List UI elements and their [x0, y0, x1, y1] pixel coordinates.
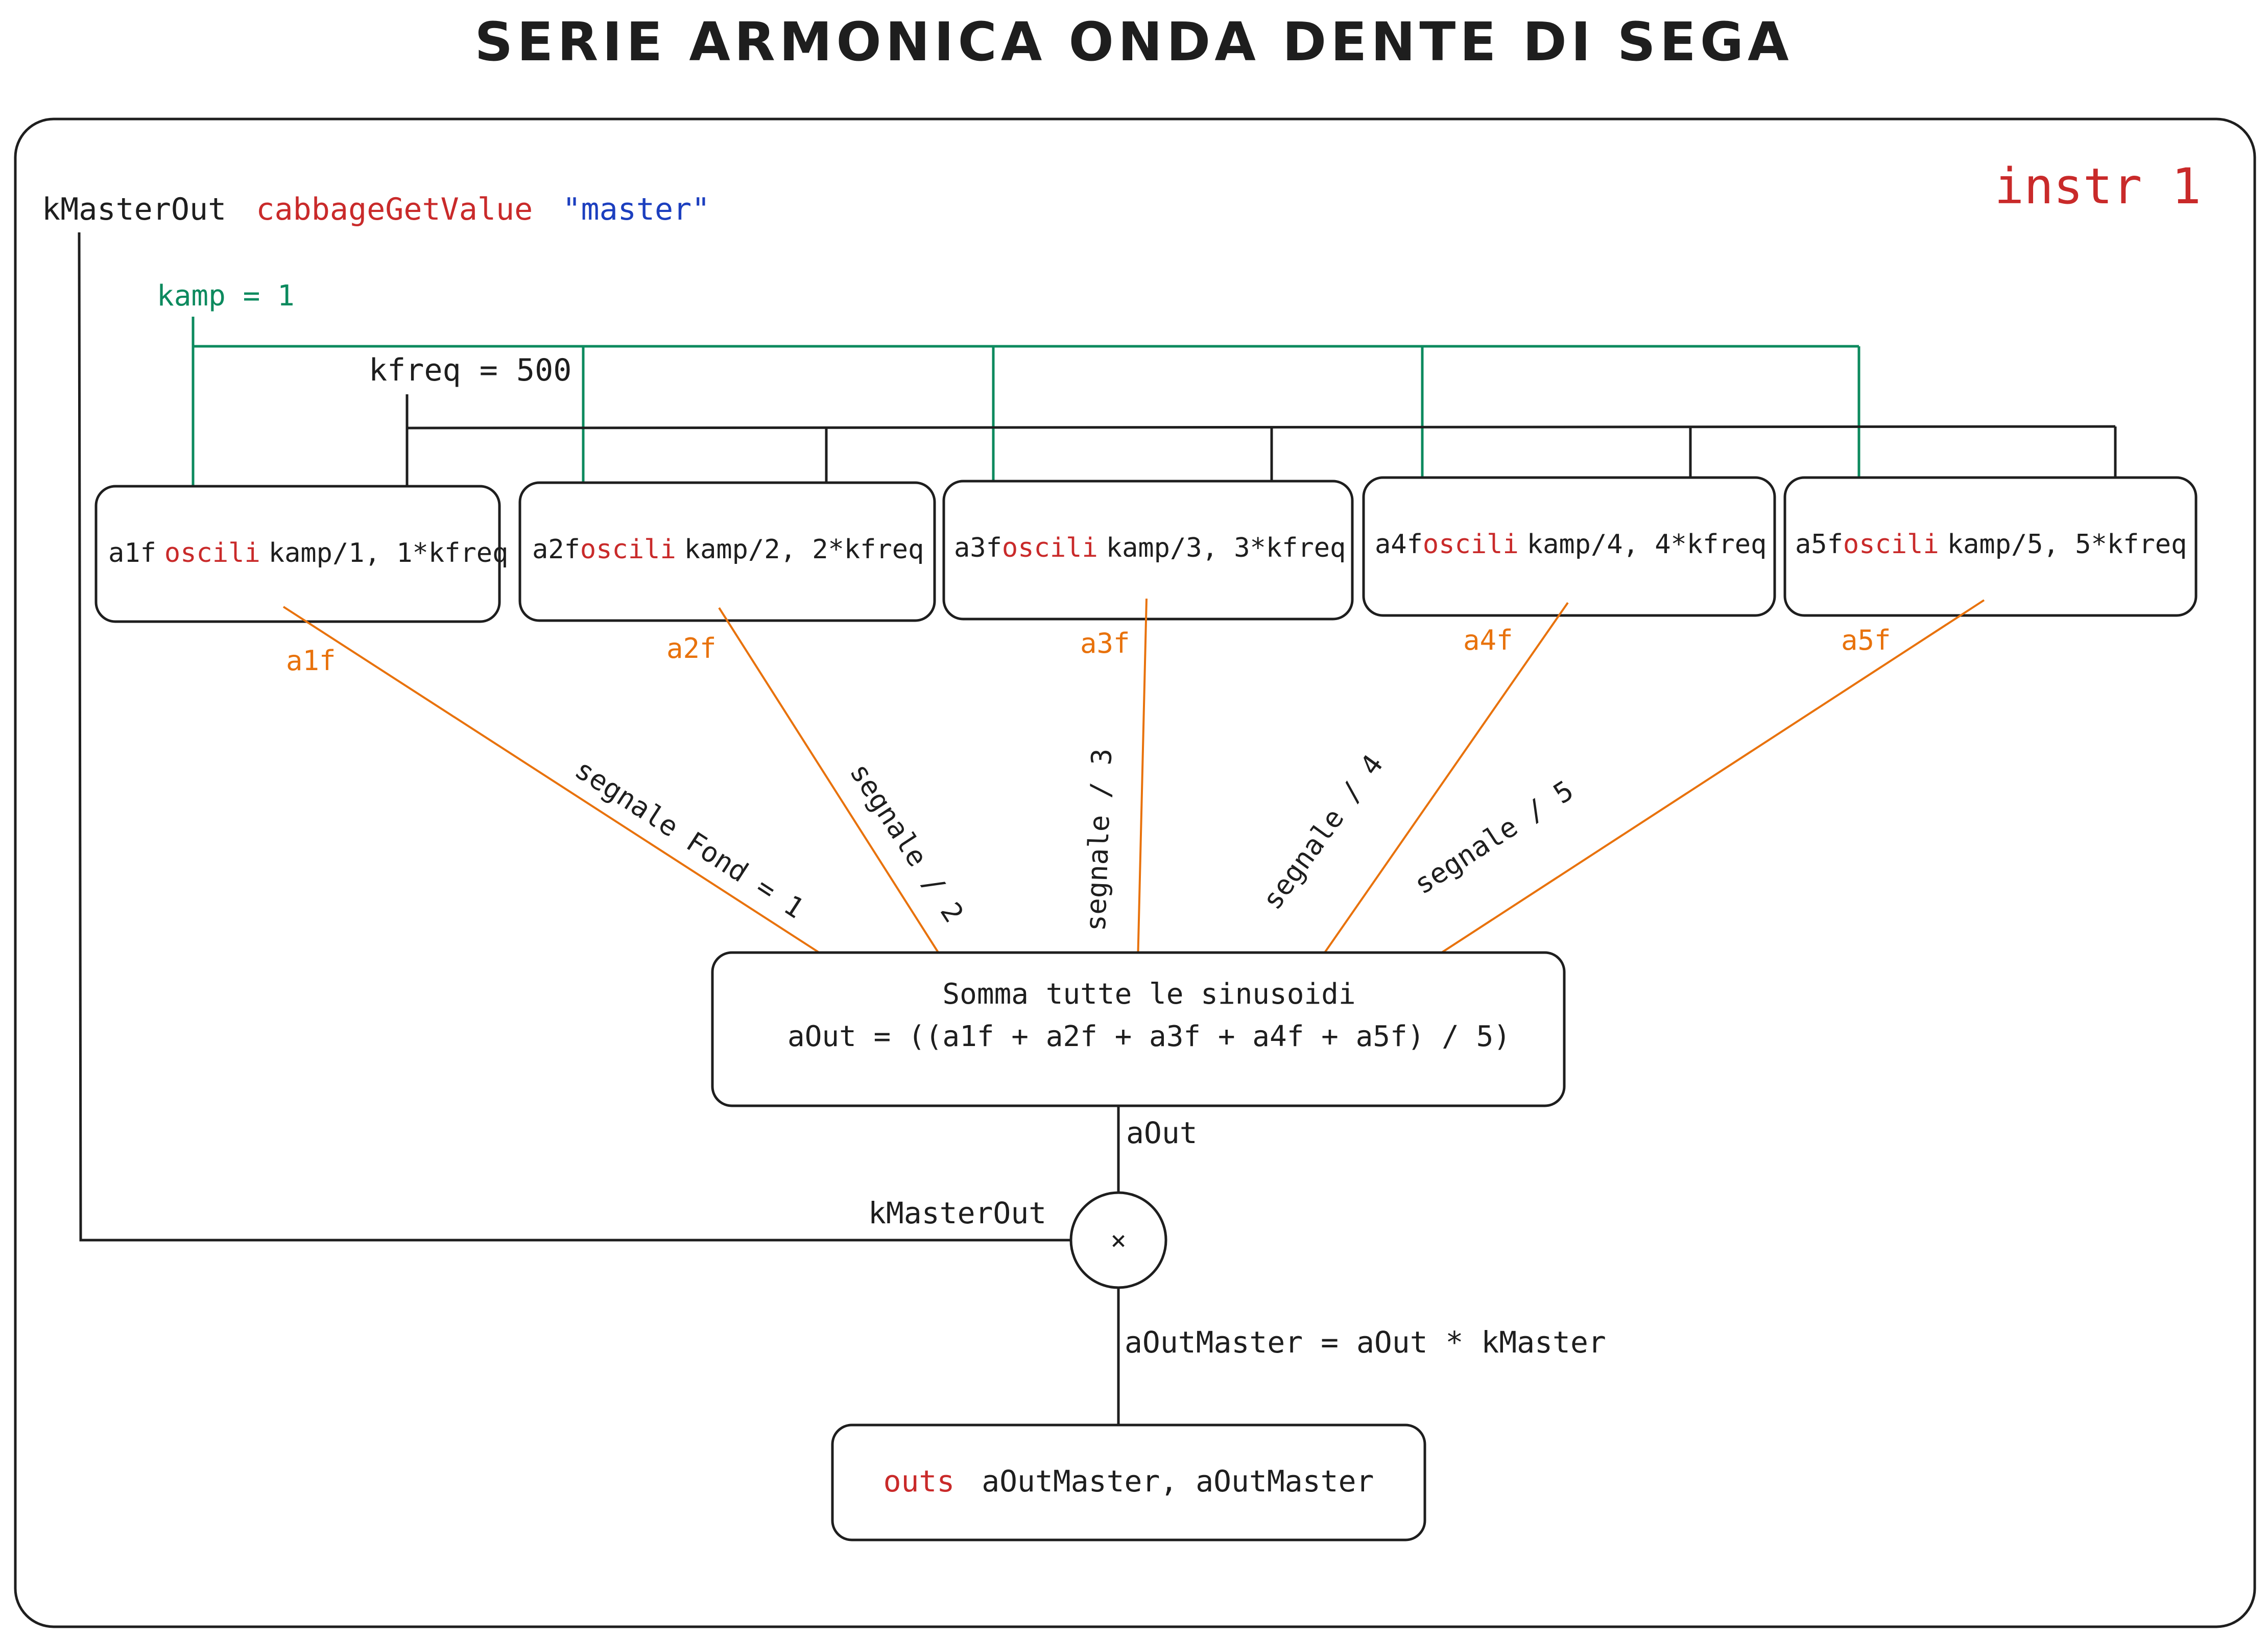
edge-label-5: segnale / 5 [1408, 774, 1579, 901]
kfreq-bus [407, 425, 2116, 430]
signal-line-1 [282, 606, 836, 964]
outs-code: outs aOutMaster, aOutMaster [884, 1464, 1374, 1499]
signal-line-4 [1317, 602, 1569, 964]
diagram-title: SERIE ARMONICA ONDA DENTE DI SEGA [474, 11, 1793, 73]
sum-box [711, 951, 1566, 1107]
master-var: kMasterOut [42, 192, 226, 227]
signal-name-5: a5f [1841, 624, 1891, 656]
aoutmaster-label: aOutMaster = aOut * kMaster [1125, 1325, 1606, 1360]
oscillator-box-4 [1362, 476, 1776, 617]
signal-name-1: a1f [286, 645, 336, 677]
signal-line-5 [1425, 599, 1985, 964]
instrument-frame [14, 117, 2256, 1628]
oscillator-box-3 [942, 480, 1354, 621]
signal-name-4: a4f [1463, 624, 1513, 656]
master-definition: kMasterOut cabbageGetValue "master" [42, 192, 710, 227]
signal-line-3 [1137, 598, 1148, 963]
edge-label-3: segnale / 3 [1080, 748, 1118, 932]
edge-label-1: segnale Fond = 1 [569, 753, 810, 924]
kmasterout-label: kMasterOut [868, 1196, 1046, 1230]
instr-label: instr 1 [1994, 158, 2201, 215]
signal-name-2: a2f [666, 632, 717, 664]
master-arg: "master" [562, 192, 710, 227]
kfreq-label: kfreq = 500 [369, 352, 571, 388]
outs-box [831, 1423, 1426, 1541]
sum-box-title: Somma tutte le sinusoidi [942, 978, 1355, 1011]
kamp-label: kamp = 1 [157, 279, 295, 313]
edge-label-4: segnale / 4 [1256, 749, 1389, 915]
sum-box-formula: aOut = ((a1f + a2f + a3f + a4f + a5f) / … [787, 1020, 1511, 1053]
master-feed-line [78, 232, 1070, 1242]
oscillator-box-5 [1783, 476, 2198, 617]
master-opcode: cabbageGetValue [256, 192, 533, 227]
outs-opcode: outs [884, 1464, 955, 1499]
signal-line-2 [718, 607, 946, 964]
multiply-symbol: × [1110, 1225, 1126, 1256]
signal-name-3: a3f [1080, 627, 1130, 659]
outs-args: aOutMaster, aOutMaster [982, 1464, 1374, 1499]
aout-label: aOut [1126, 1115, 1198, 1150]
oscillator-box-1 [94, 485, 501, 623]
